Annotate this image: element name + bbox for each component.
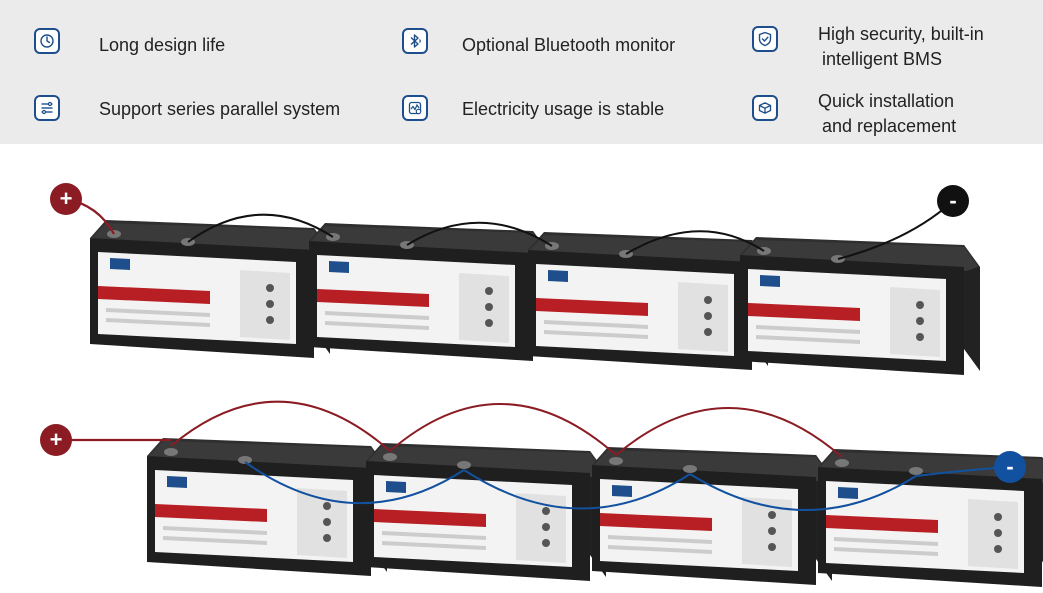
shield-check-icon: [752, 26, 778, 52]
parallel-negative-bus-1: [244, 461, 465, 504]
parallel-negative-terminal: -: [994, 451, 1026, 483]
feature-stable-text: Electricity usage is stable: [462, 99, 665, 119]
parallel-positive-label: +: [50, 427, 63, 452]
usage-icon: [402, 95, 428, 121]
battery-parallel-1: [147, 438, 387, 576]
parallel-connection: + -: [40, 400, 1043, 587]
parallel-negative-bus-2: [463, 469, 691, 510]
feature-security-text-line2: intelligent BMS: [822, 49, 943, 69]
parallel-positive-terminal: +: [40, 424, 72, 456]
series-link-cable-1: [187, 213, 334, 243]
parallel-positive-bus-3: [615, 407, 843, 458]
battery-parallel-3: [592, 447, 832, 585]
series-positive-terminal: +: [50, 183, 82, 215]
parallel-negative-bus-3: [689, 473, 917, 511]
feature-installation-text-line2: and replacement: [822, 116, 957, 136]
series-positive-label: +: [60, 186, 73, 211]
feature-installation-text: Quick installation: [818, 91, 955, 111]
battery-series-4: [740, 237, 980, 375]
feature-series-parallel-text: Support series parallel system: [99, 99, 341, 119]
series-negative-terminal: -: [937, 185, 969, 217]
battery-series-2: [309, 223, 549, 361]
parallel-positive-bus-1: [170, 400, 391, 452]
series-negative-label: -: [949, 188, 956, 213]
battery-connection-diagram: + - + -: [40, 183, 1043, 587]
sliders-icon: [34, 95, 60, 121]
feature-security-text: High security, built-in: [818, 24, 984, 44]
series-link-cable-3: [625, 230, 765, 255]
features-panel: Long design life Optional Bluetooth moni…: [0, 0, 1043, 144]
series-connection: + -: [50, 183, 980, 375]
box-icon: [752, 95, 778, 121]
battery-parallel-2: [366, 443, 606, 581]
series-link-cable-2: [406, 221, 553, 247]
clock-icon: [34, 28, 60, 54]
feature-long-life-text: Long design life: [99, 35, 226, 55]
parallel-negative-label: -: [1006, 454, 1013, 479]
battery-series-3: [528, 232, 768, 370]
parallel-positive-bus-2: [389, 403, 617, 456]
battery-series-1: [90, 220, 330, 358]
feature-bluetooth-text: Optional Bluetooth monitor: [462, 35, 676, 55]
bluetooth-icon: [402, 28, 428, 54]
